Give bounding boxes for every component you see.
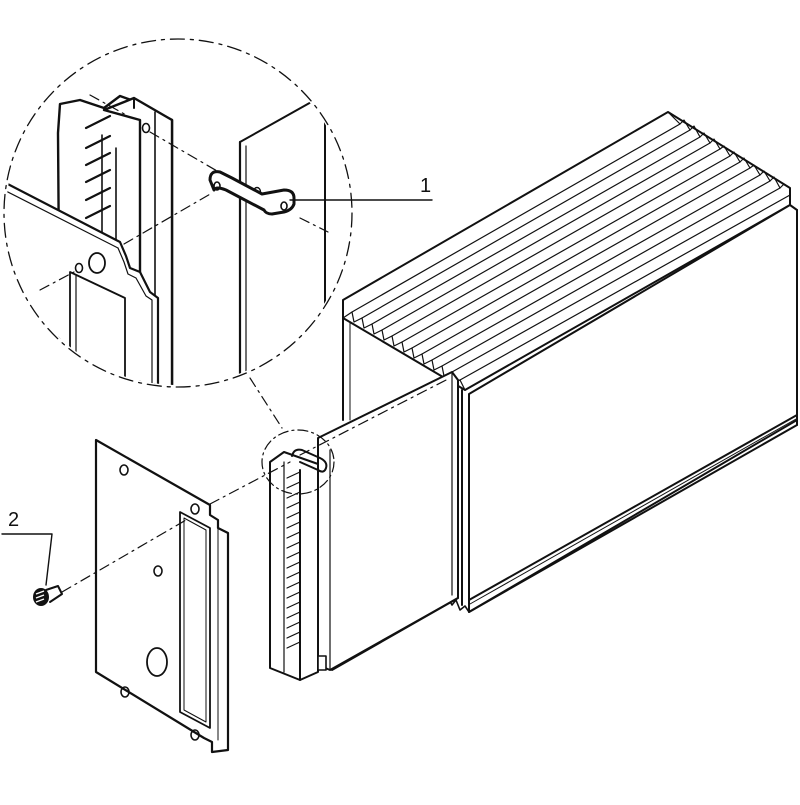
callout-1-label: 1 <box>420 175 432 197</box>
retaining-clip <box>208 170 296 216</box>
assembly-center-lines <box>61 377 451 593</box>
edge-connector <box>269 448 328 681</box>
detail-marker-circle <box>261 429 335 495</box>
magnified-detail <box>3 38 353 388</box>
front-panel-plate <box>94 438 230 754</box>
screw <box>33 585 63 606</box>
circuit-board <box>317 371 459 671</box>
callout-2-label: 2 <box>8 509 20 531</box>
heatsink-housing <box>342 111 798 613</box>
callout-2-leader <box>1 533 53 586</box>
